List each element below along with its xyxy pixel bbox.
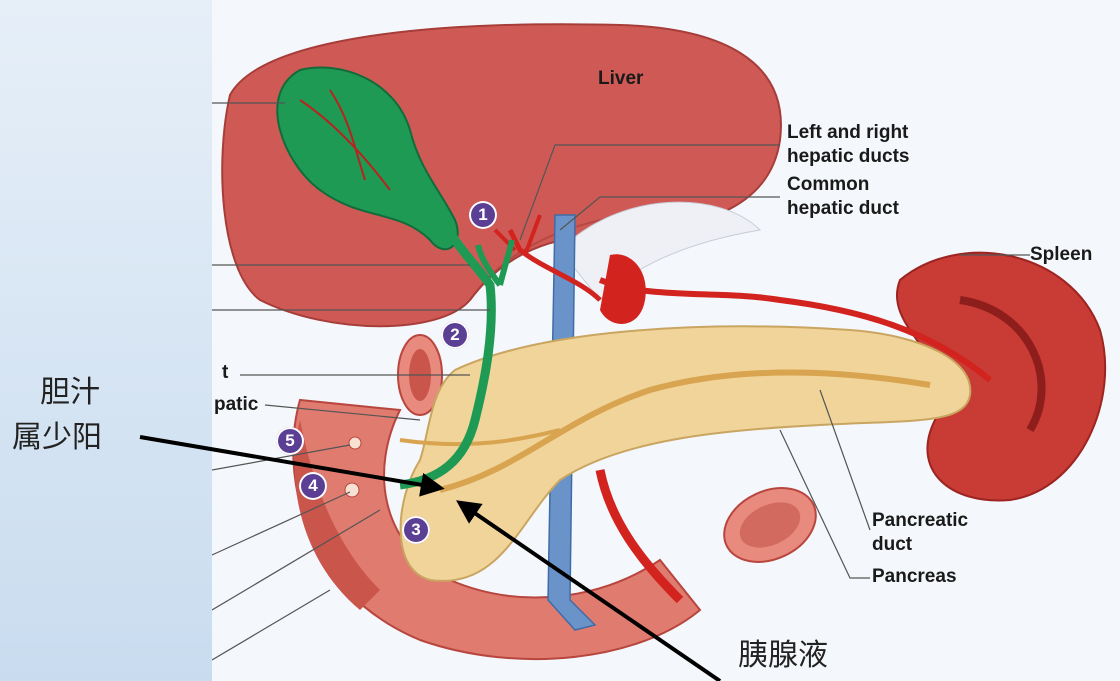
label-common-hepatic-2: hepatic duct <box>787 198 899 220</box>
badge-3: 3 <box>402 516 430 544</box>
annotation-pancreatic-juice: 胰腺液 <box>738 636 828 676</box>
label-partial-patic: patic <box>214 394 258 416</box>
pancreatic-juice-arrow <box>460 503 720 681</box>
label-pancreatic-duct-2: duct <box>872 534 912 556</box>
label-pancreatic-duct-1: Pancreatic <box>872 510 968 532</box>
label-pancreas: Pancreas <box>872 566 957 588</box>
label-partial-t: t <box>222 362 228 384</box>
badge-5: 5 <box>276 427 304 455</box>
badge-2: 2 <box>441 321 469 349</box>
badge-4: 4 <box>299 472 327 500</box>
label-liver: Liver <box>598 68 643 90</box>
annotation-bile-1: 胆汁 <box>40 373 100 413</box>
label-hepatic-ducts-1: Left and right <box>787 122 908 144</box>
annotation-bile-2: 属少阳 <box>12 418 102 458</box>
label-common-hepatic-1: Common <box>787 174 869 196</box>
label-spleen: Spleen <box>1030 244 1092 266</box>
badge-1: 1 <box>469 201 497 229</box>
label-hepatic-ducts-2: hepatic ducts <box>787 146 909 168</box>
